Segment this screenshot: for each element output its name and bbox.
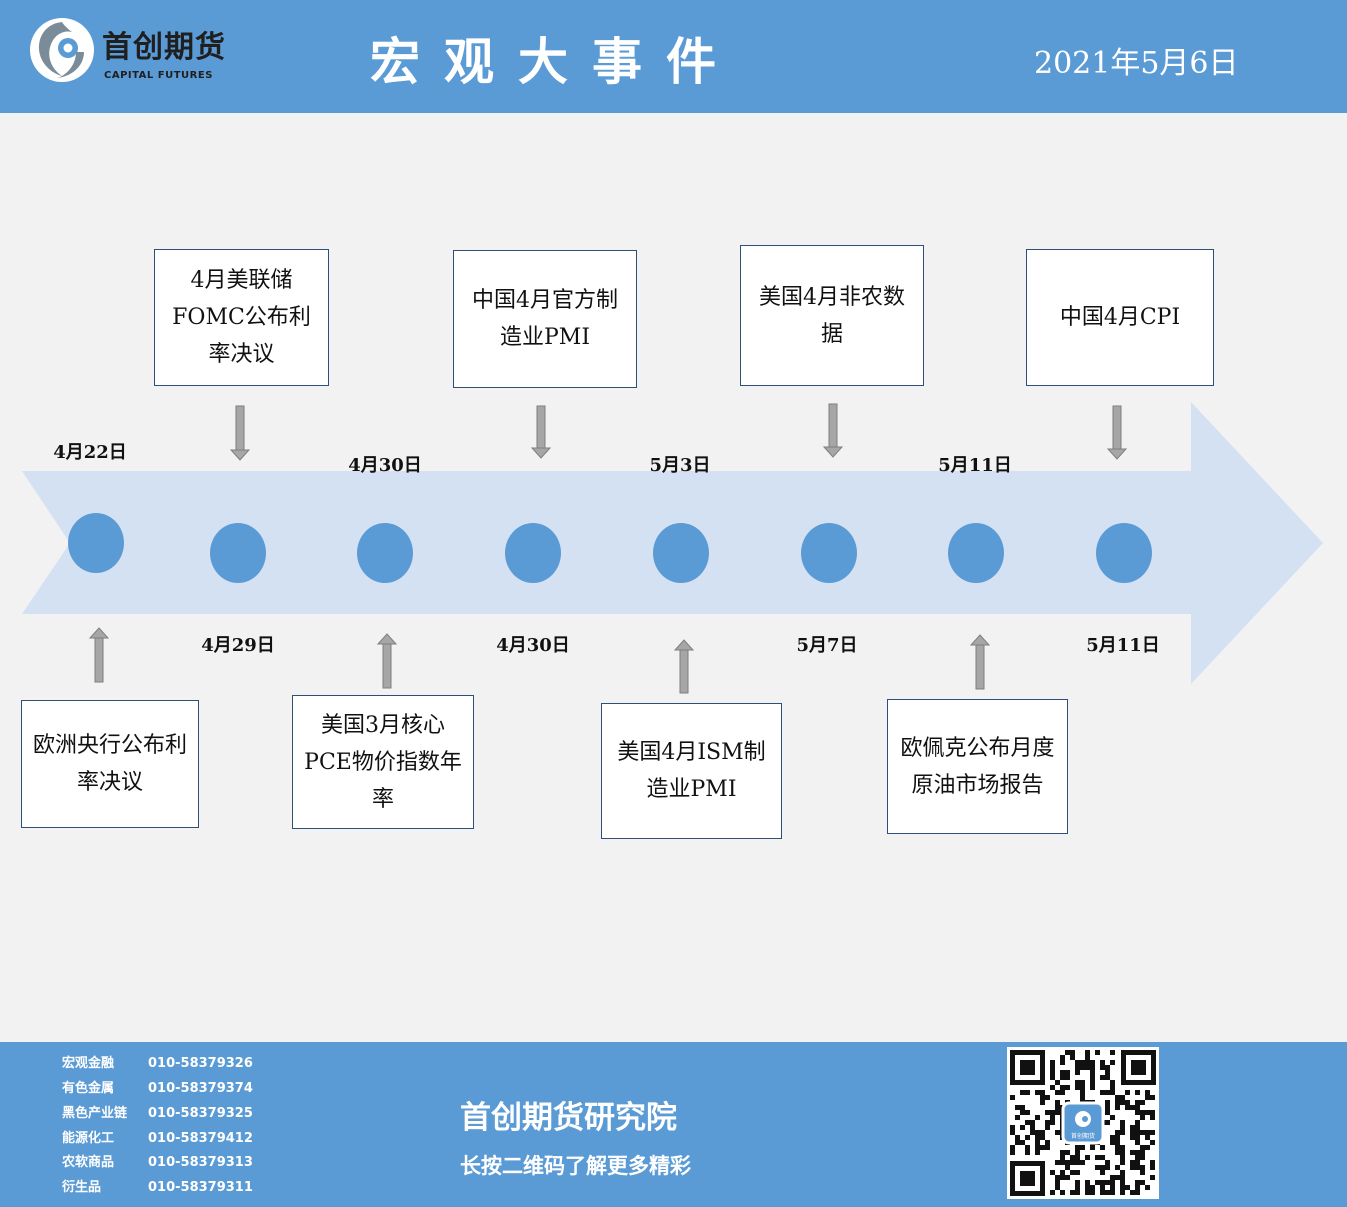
timeline-dot xyxy=(801,523,857,583)
contact-name: 有色金属 xyxy=(62,1081,115,1096)
header-bar: 首创期货 CAPITAL FUTURES 宏观大事件 2021年5月6日 xyxy=(0,0,1347,113)
timeline-dot xyxy=(357,523,413,583)
contact-name: 衍生品 xyxy=(62,1180,102,1195)
arrow-down-icon xyxy=(1106,405,1128,460)
footer-title: 首创期货研究院 xyxy=(460,1100,677,1136)
event-text: 美国4月非农数据 xyxy=(759,284,905,347)
qr-logo-text: 首创期货 xyxy=(1071,1132,1095,1140)
arrow-up-icon xyxy=(376,633,398,689)
event-box-ecb-rate: 欧洲央行公布利率决议 xyxy=(21,700,199,828)
event-box-us-nonfarm: 美国4月非农数据 xyxy=(740,245,924,386)
event-text: 欧佩克公布月度原油市场报告 xyxy=(900,735,1055,798)
logo-swirl-icon xyxy=(30,18,94,82)
date-label: 4月29日 xyxy=(201,635,275,656)
contact-row: 黑色产业链 010-58379325 xyxy=(62,1102,253,1121)
event-box-us-ism: 美国4月ISM制造业PMI xyxy=(601,703,782,839)
arrow-up-icon xyxy=(673,639,695,694)
event-box-china-cpi: 中国4月CPI xyxy=(1026,249,1214,386)
timeline-dot xyxy=(68,513,124,573)
contact-phone: 010-58379325 xyxy=(148,1106,253,1121)
timeline-dot xyxy=(505,523,561,583)
contact-name: 宏观金融 xyxy=(62,1056,115,1071)
timeline-graphic xyxy=(22,402,1323,694)
logo-chinese-name: 首创期货 xyxy=(102,30,226,65)
contact-row: 宏观金融 010-58379326 xyxy=(62,1052,253,1071)
footer-bar: 宏观金融 010-58379326 有色金属 010-58379374 黑色产业链 0… xyxy=(0,1042,1347,1207)
arrow-down-icon xyxy=(822,403,844,458)
arrow-down-icon xyxy=(530,405,552,459)
contact-phone: 010-58379374 xyxy=(148,1081,253,1096)
timeline-dot xyxy=(948,523,1004,583)
contact-name: 农软商品 xyxy=(62,1155,115,1170)
contact-name: 能源化工 xyxy=(62,1131,115,1146)
date-label: 5月3日 xyxy=(649,455,711,476)
contact-phone: 010-58379412 xyxy=(148,1131,253,1146)
arrow-up-icon xyxy=(969,634,991,690)
page-title: 宏观大事件 xyxy=(370,32,740,91)
event-text: 中国4月官方制造业PMI xyxy=(472,288,618,350)
event-text: 欧洲央行公布利率决议 xyxy=(32,733,187,795)
footer-subtitle: 长按二维码了解更多精彩 xyxy=(460,1154,691,1178)
event-text: 美国4月ISM制造业PMI xyxy=(617,740,766,802)
contact-phone: 010-58379326 xyxy=(148,1056,253,1071)
event-box-china-pmi: 中国4月官方制造业PMI xyxy=(453,250,637,388)
contact-phone: 010-58379311 xyxy=(148,1180,253,1195)
date-label: 4月30日 xyxy=(348,455,422,476)
event-text: 4月美联储FOMC公布利率决议 xyxy=(172,268,311,367)
event-box-opec-report: 欧佩克公布月度原油市场报告 xyxy=(887,699,1068,834)
company-logo: 首创期货 CAPITAL FUTURES xyxy=(28,14,228,86)
date-label: 4月30日 xyxy=(496,635,570,656)
qr-code-icon[interactable]: 首创期货 xyxy=(1007,1047,1159,1199)
timeline-dot xyxy=(653,523,709,583)
contact-phone: 010-58379313 xyxy=(148,1155,253,1170)
date-label: 5月11日 xyxy=(1086,635,1160,656)
arrow-down-icon xyxy=(229,405,251,461)
timeline-dot xyxy=(210,523,266,583)
event-text: 中国4月CPI xyxy=(1059,305,1181,330)
report-date: 2021年5月6日 xyxy=(1034,46,1239,81)
contact-name: 黑色产业链 xyxy=(62,1106,128,1121)
contact-row: 有色金属 010-58379374 xyxy=(62,1077,253,1096)
logo-english-name: CAPITAL FUTURES xyxy=(104,70,213,81)
timeline-dot xyxy=(1096,523,1152,583)
event-box-us-pce: 美国3月核心PCE物价指数年率 xyxy=(292,695,474,829)
date-label: 5月11日 xyxy=(938,455,1012,476)
arrow-up-icon xyxy=(88,627,110,683)
contact-row: 能源化工 010-58379412 xyxy=(62,1127,253,1146)
event-text: 美国3月核心PCE物价指数年率 xyxy=(304,712,462,812)
contact-row: 农软商品 010-58379313 xyxy=(62,1151,253,1170)
event-box-fomc: 4月美联储FOMC公布利率决议 xyxy=(154,249,329,386)
date-label: 4月22日 xyxy=(53,442,127,463)
contact-row: 衍生品 010-58379311 xyxy=(62,1176,253,1195)
date-label: 5月7日 xyxy=(796,635,858,656)
